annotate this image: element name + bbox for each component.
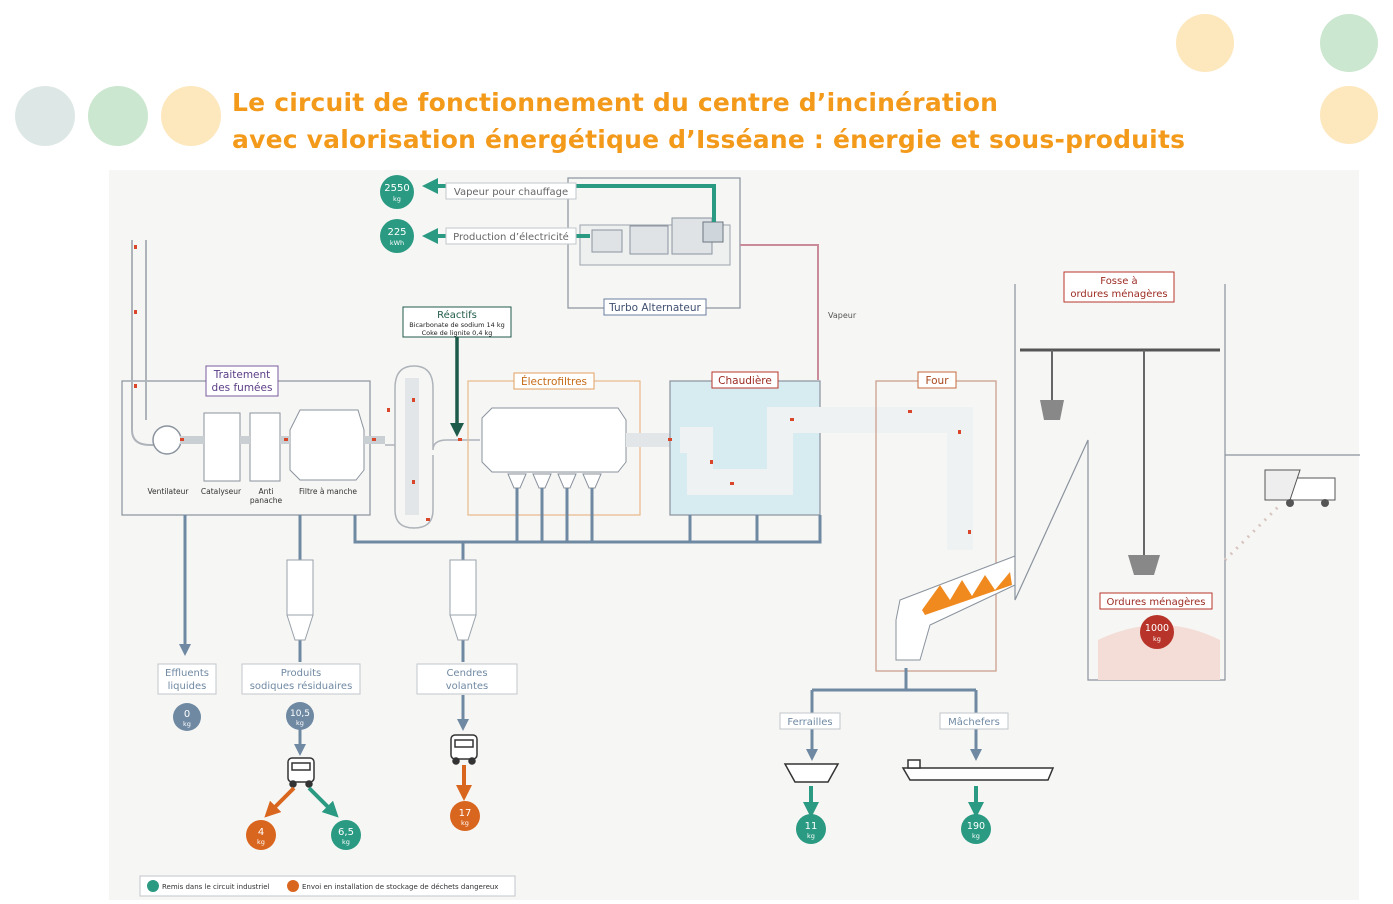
label-reactifs-2: Coke de lignite 0,4 kg — [422, 329, 493, 337]
anti-panache-shape — [249, 412, 281, 482]
label-ferrailles: Ferrailles — [787, 717, 832, 728]
decorative-dot — [161, 86, 221, 146]
title-line-2: avec valorisation énergétique d’Isséane … — [232, 125, 1186, 154]
label-effluents-1: Effluents — [165, 668, 209, 679]
badge-ferrailles — [796, 814, 826, 844]
badge-produits — [286, 702, 314, 730]
badge-vapeur — [380, 175, 414, 209]
label-ordures: Ordures ménagères — [1106, 596, 1205, 608]
badge-cendres-value: 17 — [459, 808, 472, 819]
decorative-dot — [15, 86, 75, 146]
badge-produits-danger-unit: kg — [257, 838, 265, 846]
badge-machefers-value: 190 — [967, 821, 985, 832]
label-cendres-2: volantes — [446, 681, 489, 692]
four-grille — [895, 555, 1016, 661]
label-electrofiltres: Électrofiltres — [521, 375, 587, 388]
turbo-alternateur — [567, 177, 741, 309]
badge-produits-recycle-unit: kg — [342, 838, 350, 846]
filtre-shape — [289, 409, 365, 481]
label-production-electricite: Production d’électricité — [453, 231, 569, 243]
label-filtre: Filtre à manche — [299, 487, 357, 496]
badge-elec — [380, 219, 414, 253]
badge-produits-danger — [246, 820, 276, 850]
legend-orange-dot — [287, 880, 299, 892]
label-fosse-1: Fosse à — [1100, 275, 1137, 287]
badge-produits-value: 10,5 — [290, 709, 310, 719]
label-vapeur-chauffage: Vapeur pour chauffage — [454, 187, 568, 198]
legend-orange-text: Envoi en installation de stockage de déc… — [302, 883, 498, 891]
label-ventilateur: Ventilateur — [147, 487, 189, 496]
label-reactifs: Réactifs — [437, 309, 477, 321]
ventilateur-shape — [152, 425, 182, 455]
grab-icon — [1040, 400, 1064, 420]
label-effluents-2: liquides — [168, 681, 207, 692]
title-line-1: Le circuit de fonctionnement du centre d… — [232, 88, 999, 117]
label-four: Four — [925, 375, 949, 387]
decorative-dot — [1320, 14, 1378, 72]
badge-cendres — [450, 801, 480, 831]
label-reactifs-1: Bicarbonate de sodium 14 kg — [409, 321, 505, 329]
label-produits-2: sodiques résiduaires — [250, 680, 353, 692]
catalyseur-shape — [203, 412, 241, 482]
badge-machefers — [961, 814, 991, 844]
badge-produits-unit: kg — [296, 719, 304, 727]
badge-ferrailles-unit: kg — [807, 832, 815, 840]
label-turbo: Turbo Alternateur — [608, 302, 701, 314]
label-fosse-2: ordures ménagères — [1070, 288, 1167, 300]
label-machefers: Mâchefers — [948, 716, 1000, 728]
badge-elec-value: 225 — [387, 227, 406, 238]
badge-effluents-value: 0 — [184, 709, 190, 720]
page-title: Le circuit de fonctionnement du centre d… — [232, 84, 1185, 158]
badge-machefers-unit: kg — [972, 832, 980, 840]
badge-cendres-unit: kg — [461, 819, 469, 827]
label-chaudiere: Chaudière — [718, 375, 772, 387]
label-traitement-1: Traitement — [213, 369, 271, 381]
badge-vapeur-unit: kg — [393, 195, 401, 203]
legend-teal-dot — [147, 880, 159, 892]
badge-produits-recycle-value: 6,5 — [338, 827, 354, 838]
badge-effluents-unit: kg — [183, 720, 191, 728]
truck-icon — [1264, 469, 1336, 507]
label-traitement-2: des fumées — [212, 382, 273, 394]
label-anti-2: panache — [250, 496, 283, 505]
legend — [139, 875, 516, 897]
hopper-icon — [783, 763, 840, 783]
barge-icon — [901, 759, 1055, 781]
label-produits-1: Produits — [281, 668, 321, 679]
flames — [922, 572, 1012, 615]
truck-icon — [450, 734, 478, 765]
label-cendres-1: Cendres — [446, 668, 487, 679]
label-anti-1: Anti — [259, 487, 274, 496]
badge-produits-danger-value: 4 — [258, 827, 264, 838]
legend-teal-text: Remis dans le circuit industriel — [162, 883, 270, 891]
badge-vapeur-value: 2550 — [384, 183, 409, 194]
flow-arrows — [134, 245, 971, 534]
badge-ferrailles-value: 11 — [805, 821, 818, 832]
badge-ordures — [1140, 615, 1174, 649]
grab-icon — [1128, 555, 1160, 575]
fosse-box — [1014, 284, 1226, 681]
electrofiltre-shape — [481, 407, 627, 473]
badge-ordures-unit: kg — [1153, 635, 1161, 643]
badge-produits-recycle — [331, 820, 361, 850]
label-vapeur: Vapeur — [828, 311, 857, 320]
label-catalyseur: Catalyseur — [201, 487, 242, 496]
decorative-dot — [88, 86, 148, 146]
decorative-dot — [1176, 14, 1234, 72]
decorative-dot — [1320, 86, 1378, 144]
badge-effluents — [173, 703, 201, 731]
badge-elec-unit: kWh — [390, 239, 404, 247]
badge-ordures-value: 1000 — [1145, 623, 1169, 634]
truck-icon — [287, 757, 315, 788]
